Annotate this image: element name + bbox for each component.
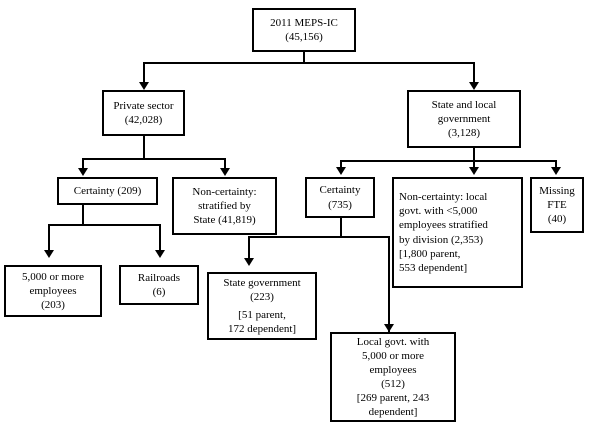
node-line: Non-certainty: [192, 185, 257, 198]
edge-priv-certainty-stem [82, 205, 84, 226]
arrow-govt-to-certainty [336, 167, 346, 175]
node-missing-fte[interactable]: Missing FTE (40) [530, 177, 584, 233]
node-line: Private sector [113, 99, 174, 112]
node-state-and-local-government[interactable]: State and local government (3,128) [407, 90, 521, 148]
edge-govt-stem [473, 148, 475, 162]
node-line: employees [29, 284, 77, 297]
node-line: employees stratified [399, 219, 488, 232]
node-5000-or-more-employees[interactable]: 5,000 or more employees (203) [4, 265, 102, 317]
node-line: Certainty [319, 184, 361, 197]
node-line: [51 parent, [238, 309, 286, 321]
node-line: (223) [250, 290, 274, 303]
edge-govt-certainty-bar [248, 236, 390, 238]
node-private-sector[interactable]: Private sector (42,028) [102, 90, 185, 136]
node-line: by division (2,353) [399, 233, 484, 246]
node-line: State (41,819) [193, 214, 256, 227]
node-state-government[interactable]: State government (223) [51 parent, 172 d… [207, 272, 317, 340]
arrow-private-to-noncertainty [220, 168, 230, 176]
node-line: (512) [381, 378, 405, 390]
node-line: (3,128) [447, 127, 481, 140]
edge-root-stem [303, 52, 305, 64]
arrow-root-to-private [139, 82, 149, 90]
node-government-non-certainty[interactable]: Non-certainty: local govt. with <5,000 e… [392, 177, 523, 288]
node-line: stratified by [198, 199, 251, 212]
node-line: [1,800 parent, [399, 247, 461, 260]
node-line: (735) [328, 198, 352, 211]
node-line: FTE [547, 198, 567, 211]
edge-priv-certainty-to-railroads [159, 224, 161, 252]
edge-priv-certainty-bar [48, 224, 161, 226]
node-line: (6) [152, 286, 166, 298]
edge-root-bar [143, 62, 475, 64]
arrow-to-state-government [244, 258, 254, 266]
edge-root-to-govt [473, 62, 475, 84]
node-line: [269 parent, 243 [356, 392, 430, 405]
node-private-non-certainty[interactable]: Non-certainty: stratified by State (41,8… [172, 177, 277, 235]
node-line: Certainty (209) [73, 184, 142, 197]
node-line: 5,000 or more [21, 270, 84, 283]
node-private-certainty[interactable]: Certainty (209) [57, 177, 158, 205]
node-line: State government [223, 276, 301, 289]
node-line: Non-certainty: local [399, 191, 488, 204]
arrow-to-local-government [384, 324, 394, 332]
node-line: 5,000 or more [361, 349, 424, 362]
arrow-govt-to-missing [551, 167, 561, 175]
edge-govt-to-noncertainty [473, 160, 475, 170]
node-line: 2011 MEPS-IC [270, 16, 338, 29]
node-line: employees [369, 363, 417, 376]
edge-govt-to-missing [555, 160, 557, 170]
node-local-government[interactable]: Local govt. with 5,000 or more employees… [330, 332, 456, 422]
arrow-root-to-govt [469, 82, 479, 90]
node-line: (45,156) [285, 31, 323, 43]
edge-private-to-certainty [82, 158, 84, 170]
node-line: (203) [41, 299, 65, 312]
node-line: 553 dependent] [399, 261, 468, 274]
node-line: dependent] [368, 406, 418, 419]
edge-govt-bar [340, 160, 557, 162]
edge-private-to-noncertainty [224, 158, 226, 170]
edge-priv-certainty-to-large [48, 224, 50, 252]
node-line: Local govt. with [356, 335, 430, 348]
arrow-to-large-employers [44, 250, 54, 258]
edge-private-stem [143, 136, 145, 160]
arrow-govt-to-noncertainty [469, 167, 479, 175]
arrow-private-to-certainty [78, 168, 88, 176]
node-line: govt. with <5,000 [399, 205, 478, 218]
node-line: Railroads [137, 271, 181, 284]
node-line: government [437, 112, 491, 125]
node-government-certainty[interactable]: Certainty (735) [305, 177, 375, 218]
edge-govt-certainty-stem [340, 218, 342, 238]
edge-govt-certainty-to-state [248, 236, 250, 260]
node-line: Missing [539, 184, 575, 197]
edge-govt-to-certainty [340, 160, 342, 170]
node-railroads[interactable]: Railroads (6) [119, 265, 199, 305]
node-meps-ic-root[interactable]: 2011 MEPS-IC (45,156) [252, 8, 356, 52]
edge-govt-certainty-to-local [388, 236, 390, 332]
node-line: 172 dependent] [227, 323, 297, 336]
node-line: (42,028) [124, 114, 163, 126]
node-line: (40) [547, 213, 567, 226]
edge-root-to-private [143, 62, 145, 84]
arrow-to-railroads [155, 250, 165, 258]
edge-private-bar [82, 158, 226, 160]
node-line: State and local [431, 98, 497, 111]
